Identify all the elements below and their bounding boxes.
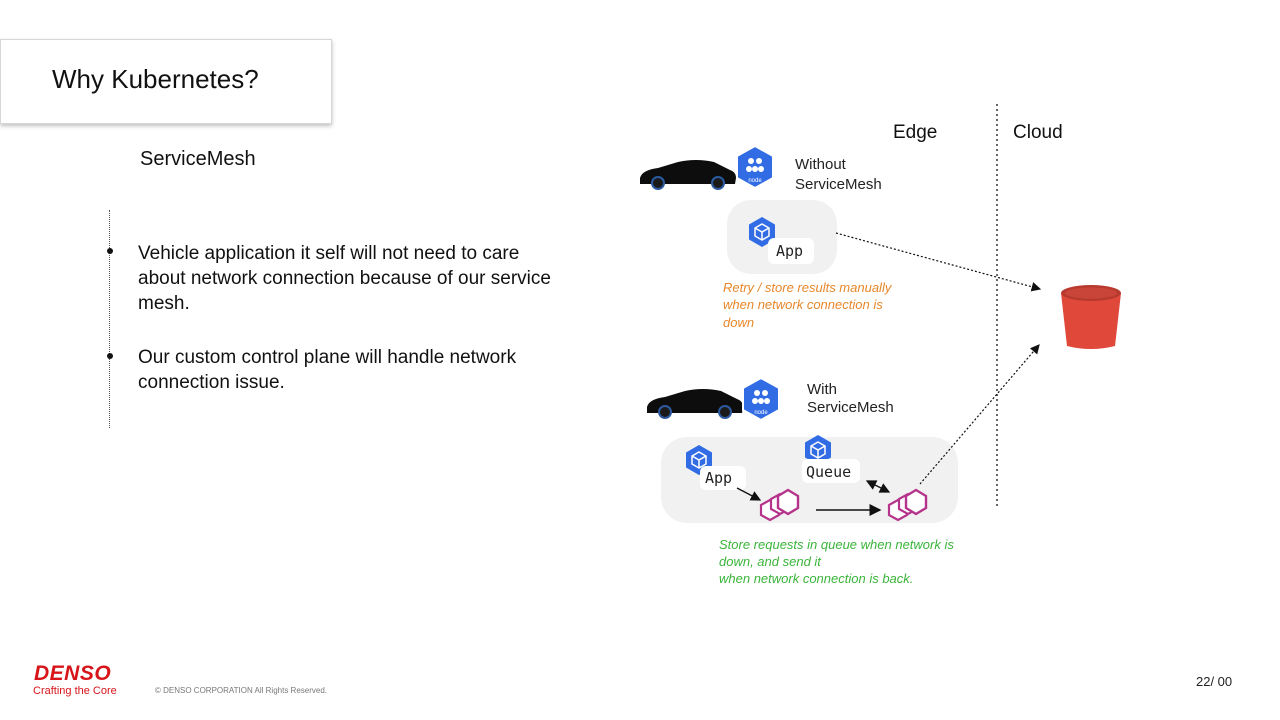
- without-note-3: down: [723, 315, 754, 330]
- title-card: [0, 39, 332, 124]
- cloud-column-label: Cloud: [1013, 122, 1063, 143]
- logo-tagline: Crafting the Core: [33, 685, 117, 697]
- without-label-1: Without: [795, 156, 847, 173]
- with-arrow: [919, 344, 1040, 485]
- copyright-text: © DENSO CORPORATION All Rights Reserved.: [155, 686, 328, 695]
- k8s-node-icon: node: [736, 144, 774, 190]
- page-number: 22/ 00: [1196, 674, 1233, 689]
- with-note-3: when network connection is back.: [719, 571, 913, 586]
- with-label-1: With: [807, 381, 837, 398]
- bullet-dot: [107, 248, 113, 254]
- without-label-2: ServiceMesh: [795, 176, 882, 193]
- car-icon: [647, 389, 743, 419]
- section-title: ServiceMesh: [140, 148, 256, 170]
- with-label-2: ServiceMesh: [807, 399, 894, 416]
- with-queue-label: Queue: [806, 463, 851, 481]
- denso-logo: DENSO: [34, 662, 112, 685]
- bullet-divider: [109, 210, 110, 428]
- car-icon: [640, 160, 736, 190]
- with-note-2: down, and send it: [719, 554, 822, 569]
- node-badge-text: node: [754, 410, 768, 416]
- app-to-envoy-arrow: [736, 487, 762, 501]
- edge-column-label: Edge: [893, 122, 937, 143]
- queue-envoy-arrow: [865, 480, 891, 493]
- with-note-1: Store requests in queue when network is: [719, 537, 954, 552]
- page-title: Why Kubernetes?: [52, 64, 259, 94]
- k8s-node-icon: node: [742, 376, 780, 422]
- without-note-2: when network connection is: [723, 297, 883, 312]
- cloud-bucket-icon: [1061, 285, 1121, 349]
- bullet-dot: [107, 353, 113, 359]
- without-note-1: Retry / store results manually: [723, 280, 893, 295]
- with-app-label: App: [705, 469, 732, 487]
- bullet-text-1: Vehicle application it self will not nee…: [138, 243, 551, 314]
- without-app-label: App: [776, 242, 803, 260]
- without-arrow: [835, 232, 1042, 292]
- node-badge-text: node: [748, 178, 762, 184]
- bullet-text-2: Our custom control plane will handle net…: [138, 347, 517, 393]
